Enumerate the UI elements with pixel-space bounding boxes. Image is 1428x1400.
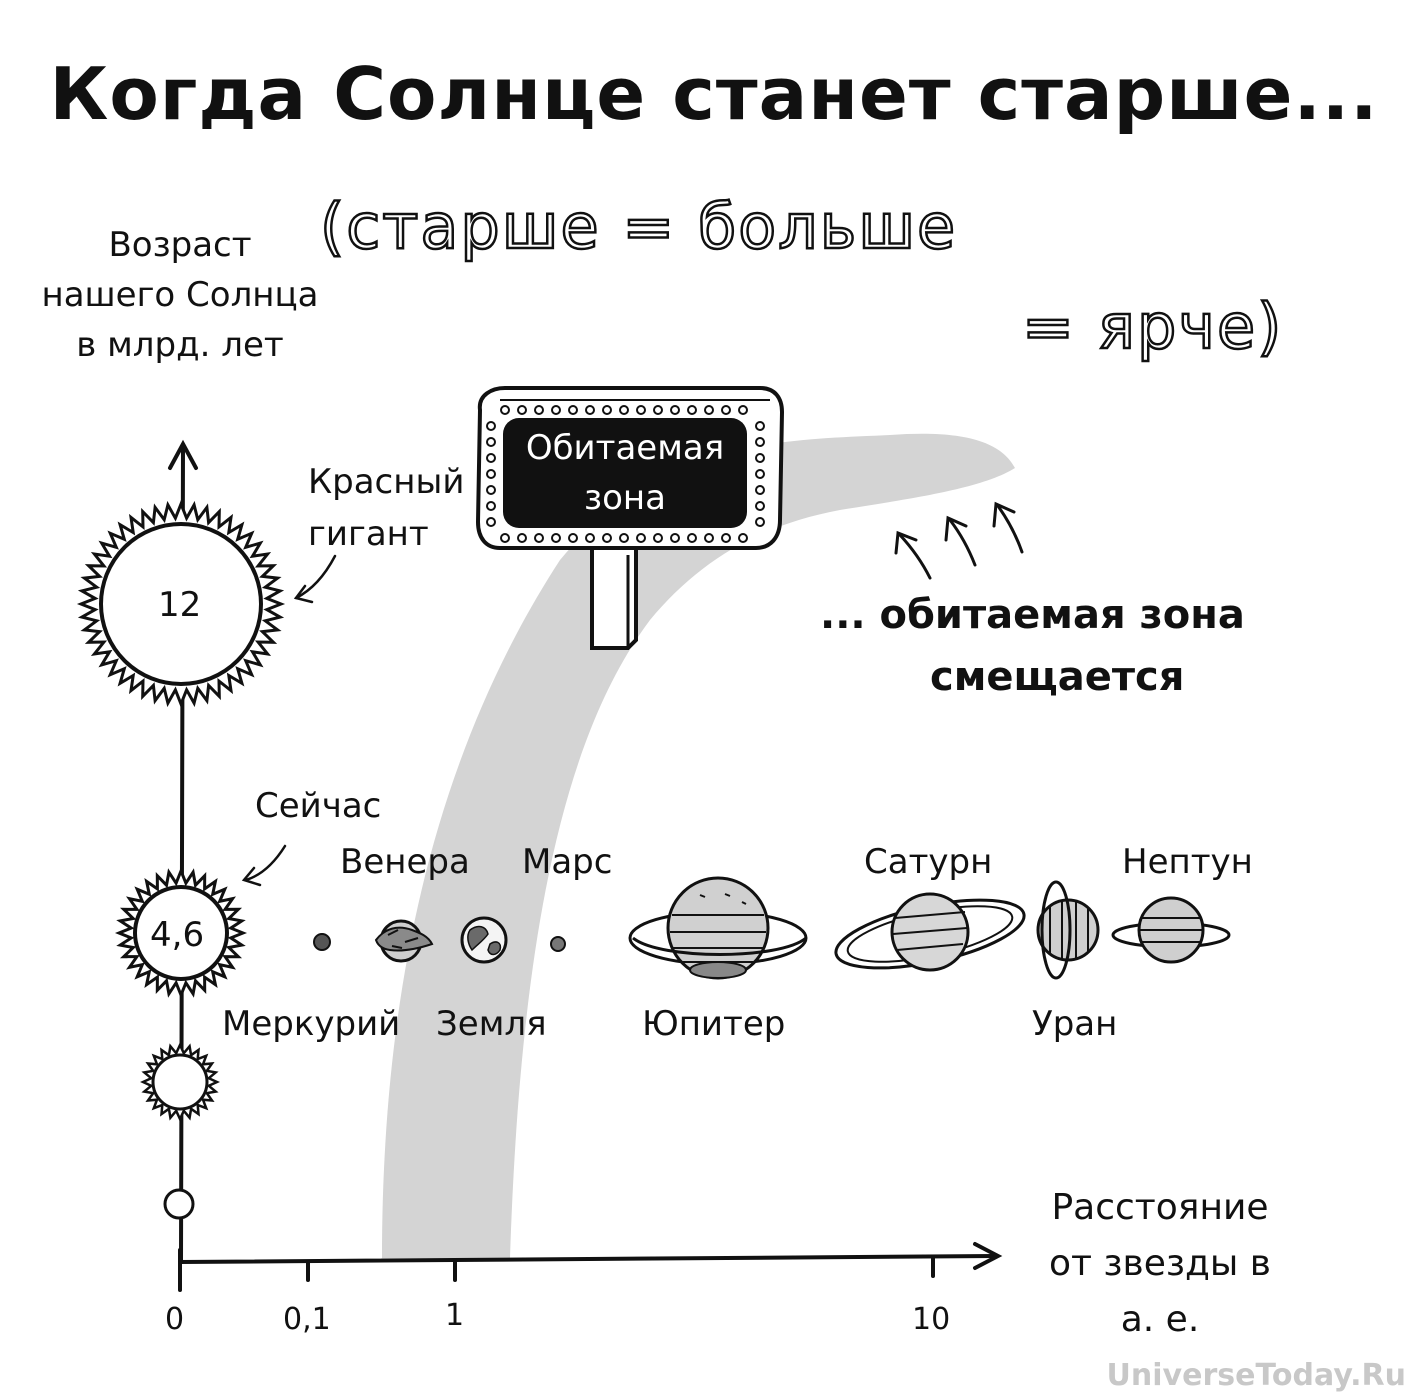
x-tick-label: 0 [165,1302,184,1337]
sign-bulb [671,534,679,542]
subtitle-line-1: (старше = больше [320,190,957,263]
sign-bulb [603,534,611,542]
sign-bulb [688,406,696,414]
x-tick-label: 1 [445,1298,464,1333]
sign-bulb [739,534,747,542]
young-sun-smallest [165,1190,193,1218]
mercury-planet [314,934,330,950]
sign-bulb [603,406,611,414]
sign-bulb [637,534,645,542]
sign-bulb [487,454,495,462]
sign-bulb [487,518,495,526]
sign-bulb [688,534,696,542]
uranus-label: Уран [1032,1004,1117,1044]
sign-bulb [535,406,543,414]
sign-bulb [756,470,764,478]
x-tick-label: 10 [912,1302,950,1337]
mars-label: Марс [522,842,612,882]
venus-label: Венера [340,842,470,882]
sign-bulb [552,406,560,414]
earth-planet [462,918,506,962]
sign-bulb [705,406,713,414]
watermark: UniverseToday.Ru [1107,1358,1406,1393]
sign-bulb [487,438,495,446]
page-title: Когда Солнце станет старше... [0,52,1428,136]
sign-bulb [569,406,577,414]
young-sun-small [143,1045,217,1119]
sign-bulb [756,454,764,462]
y-axis-label: Возраст нашего Солнца в млрд. лет [40,220,320,370]
mars-planet [551,937,565,951]
zone-shift-arrows [896,504,1022,578]
now-label: Сейчас [255,786,381,826]
mercury-label: Меркурий [222,1004,400,1044]
x-tick-label: 0,1 [283,1302,331,1337]
x-axis [180,1244,998,1290]
sign-bulb [654,534,662,542]
sign-bulb [487,486,495,494]
red-giant-age: 12 [158,585,201,625]
zone-shift-line-1: ... обитаемая зона [820,592,1245,638]
saturn-label: Сатурн [864,842,992,882]
uranus-planet [1038,882,1098,978]
sign-text-line-2: зона [503,474,747,522]
saturn-planet [830,887,1029,982]
red-giant-label: Красный гигант [308,456,478,560]
sign-bulb [487,502,495,510]
sign-bulb [671,406,679,414]
now-age: 4,6 [150,915,204,955]
zone-shift-line-2: смещается [930,654,1184,700]
sign-bulb [722,406,730,414]
sign-bulb [487,470,495,478]
sign-bulb [756,438,764,446]
sign-bulb [569,534,577,542]
sign-bulb [501,534,509,542]
sign-bulb [756,502,764,510]
earth-label: Земля [436,1004,547,1044]
sign-bulb [756,518,764,526]
jupiter-label: Юпитер [642,1004,785,1044]
sign-bulb [518,534,526,542]
neptune-label: Нептун [1122,842,1253,882]
x-axis-label: Расстояние от звезды в а. е. [1030,1180,1290,1348]
sign-bulb [705,534,713,542]
sign-bulb [722,534,730,542]
subtitle-line-2: = ярче) [1022,290,1283,363]
jupiter-planet [630,878,806,978]
sign-bulb [487,422,495,430]
sign-bulb [501,406,509,414]
sign-bulb [518,406,526,414]
sign-bulb [586,406,594,414]
sign-bulb [552,534,560,542]
sign-bulb [654,406,662,414]
sign-bulb [620,406,628,414]
sign-bulb [535,534,543,542]
sign-text-line-1: Обитаемая [503,424,747,472]
sign-bulb [756,422,764,430]
sign-bulb [739,406,747,414]
sign-bulb [620,534,628,542]
neptune-planet [1113,898,1229,962]
sign-bulb [756,486,764,494]
sign-bulb [586,534,594,542]
sign-bulb [637,406,645,414]
